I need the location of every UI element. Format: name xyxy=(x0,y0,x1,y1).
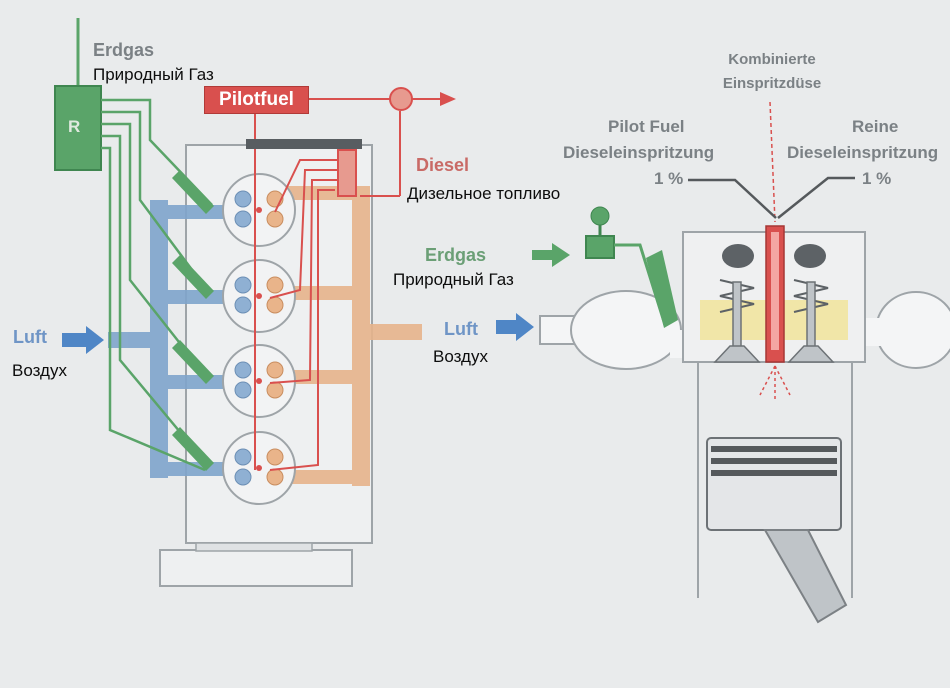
erdgas-label-ru-right: Природный Газ xyxy=(393,270,514,289)
luft-label-de-right: Luft xyxy=(444,319,478,339)
pilot-fuel-system xyxy=(254,98,440,471)
gas-regulator-box xyxy=(54,85,102,171)
regulator-label: R xyxy=(68,117,81,136)
pilot-fuel-inlet-arrow xyxy=(440,92,456,106)
intake-manifold xyxy=(108,200,242,478)
pilot-fuel-pump xyxy=(389,87,413,111)
reine-label-1: Reine xyxy=(852,117,899,136)
luft-label-de-left: Luft xyxy=(13,327,47,347)
reine-label-2: Dieseleinspritzung xyxy=(787,143,939,162)
reine-percent: 1 % xyxy=(862,169,892,188)
cam-right-icon xyxy=(794,244,826,268)
diesel-label-de: Diesel xyxy=(416,155,470,175)
right-cylinder-section xyxy=(496,101,950,624)
erdgas-label-ru-left: Природный Газ xyxy=(93,65,214,84)
erdgas-label-de-right: Erdgas xyxy=(425,245,487,265)
valves xyxy=(713,281,835,363)
intake-port xyxy=(539,290,700,370)
valve-springs xyxy=(719,279,829,313)
cylinders xyxy=(222,173,296,505)
erdgas-label-de-left: Erdgas xyxy=(93,40,155,60)
air-inlet-arrow-right xyxy=(496,313,534,341)
air-inlet-arrow-left xyxy=(62,326,104,354)
gas-inlet-arrow-right xyxy=(532,243,570,267)
pilot-fuel-percent: 1 % xyxy=(654,169,684,188)
luft-label-ru-right: Воздух xyxy=(433,347,488,366)
luft-label-ru-left: Воздух xyxy=(12,361,67,380)
connecting-rod xyxy=(763,529,848,624)
pilotfuel-label: Pilotfuel xyxy=(204,86,309,114)
gas-system xyxy=(54,18,214,472)
kombinierte-label-2: Einspritzdüse xyxy=(722,75,822,92)
cylinder-1 xyxy=(222,173,296,247)
cylinder-2 xyxy=(222,259,296,333)
kombinierte-label-1: Kombinierte xyxy=(728,51,816,68)
exhaust-port xyxy=(865,291,950,369)
engine-foot xyxy=(195,542,313,552)
pilot-fuel-label-1: Pilot Fuel xyxy=(608,117,685,136)
engine-base xyxy=(159,549,353,587)
injector-pointer-dashed xyxy=(769,101,776,223)
injector-rail xyxy=(246,139,362,149)
reine-pointer-line xyxy=(777,176,855,219)
spray-pattern xyxy=(759,365,791,400)
pilot-fuel-filter xyxy=(337,149,357,197)
cylinder-3 xyxy=(222,344,296,418)
piston-rings xyxy=(711,446,837,476)
pilot-pointer-line xyxy=(688,178,777,219)
left-engine xyxy=(54,18,456,587)
gas-supply-right xyxy=(585,206,678,328)
cam-left-icon xyxy=(722,244,754,268)
diesel-label-ru: Дизельное топливо xyxy=(407,184,561,203)
cylinder-liner xyxy=(697,362,853,598)
pilot-fuel-label-2: Dieseleinspritzung xyxy=(563,143,715,162)
